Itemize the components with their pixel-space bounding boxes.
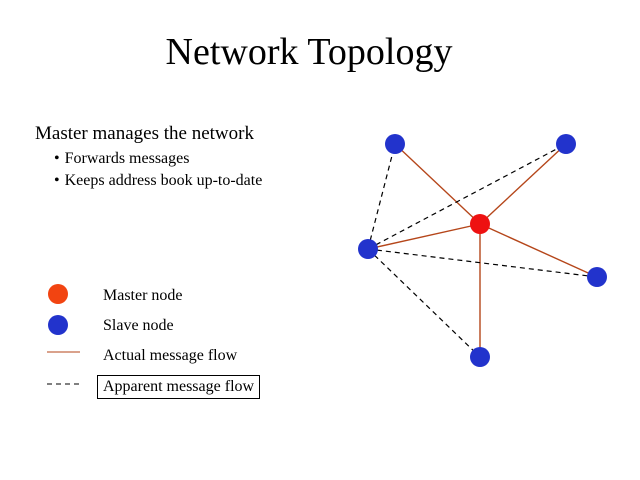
node-layer xyxy=(358,134,607,367)
edge-actual-master-n2 xyxy=(479,143,567,225)
bullet-list: Forwards messages Keeps address book up-… xyxy=(54,148,263,192)
legend-slave: Slave node xyxy=(0,312,300,340)
legend-slave-circle xyxy=(48,315,68,335)
master-node-swatch-icon xyxy=(48,284,68,304)
edge-apparent-n3-n4 xyxy=(367,248,598,278)
edge-actual-master-n1 xyxy=(394,143,481,225)
slave-node-n5 xyxy=(470,347,490,367)
edge-layer xyxy=(367,143,598,358)
intro-text: Master manages the network xyxy=(35,123,254,144)
slave-node-n4 xyxy=(587,267,607,287)
legend-apparent-label: Apparent message flow xyxy=(97,375,261,399)
bullet-item: Forwards messages xyxy=(54,148,262,170)
edge-apparent-n3-n2 xyxy=(367,143,567,250)
edge-actual-master-n3 xyxy=(367,223,481,250)
legend-apparent: Apparent message flow xyxy=(0,374,300,402)
slide-title: Network Topology xyxy=(165,31,453,73)
legend-actual: Actual message flow xyxy=(0,342,300,370)
actual-flow-swatch-icon xyxy=(47,351,80,353)
legend-slave-label: Slave node xyxy=(103,317,174,334)
edge-apparent-n3-n5 xyxy=(367,248,481,358)
legend-master-label: Master node xyxy=(103,287,183,304)
apparent-flow-swatch-icon xyxy=(47,383,80,385)
slave-node-n1 xyxy=(385,134,405,154)
legend-actual-label: Actual message flow xyxy=(103,347,238,364)
legend-master-circle xyxy=(48,284,68,304)
bullet-item: Keeps address book up-to-date xyxy=(54,170,263,192)
slave-node-n2 xyxy=(556,134,576,154)
slave-node-n3 xyxy=(358,239,378,259)
legend-master: Master node xyxy=(0,282,300,310)
edge-apparent-n3-n1 xyxy=(367,143,396,250)
slave-node-swatch-icon xyxy=(48,315,68,335)
master-node-master xyxy=(470,214,490,234)
edge-actual-master-n4 xyxy=(479,223,598,278)
